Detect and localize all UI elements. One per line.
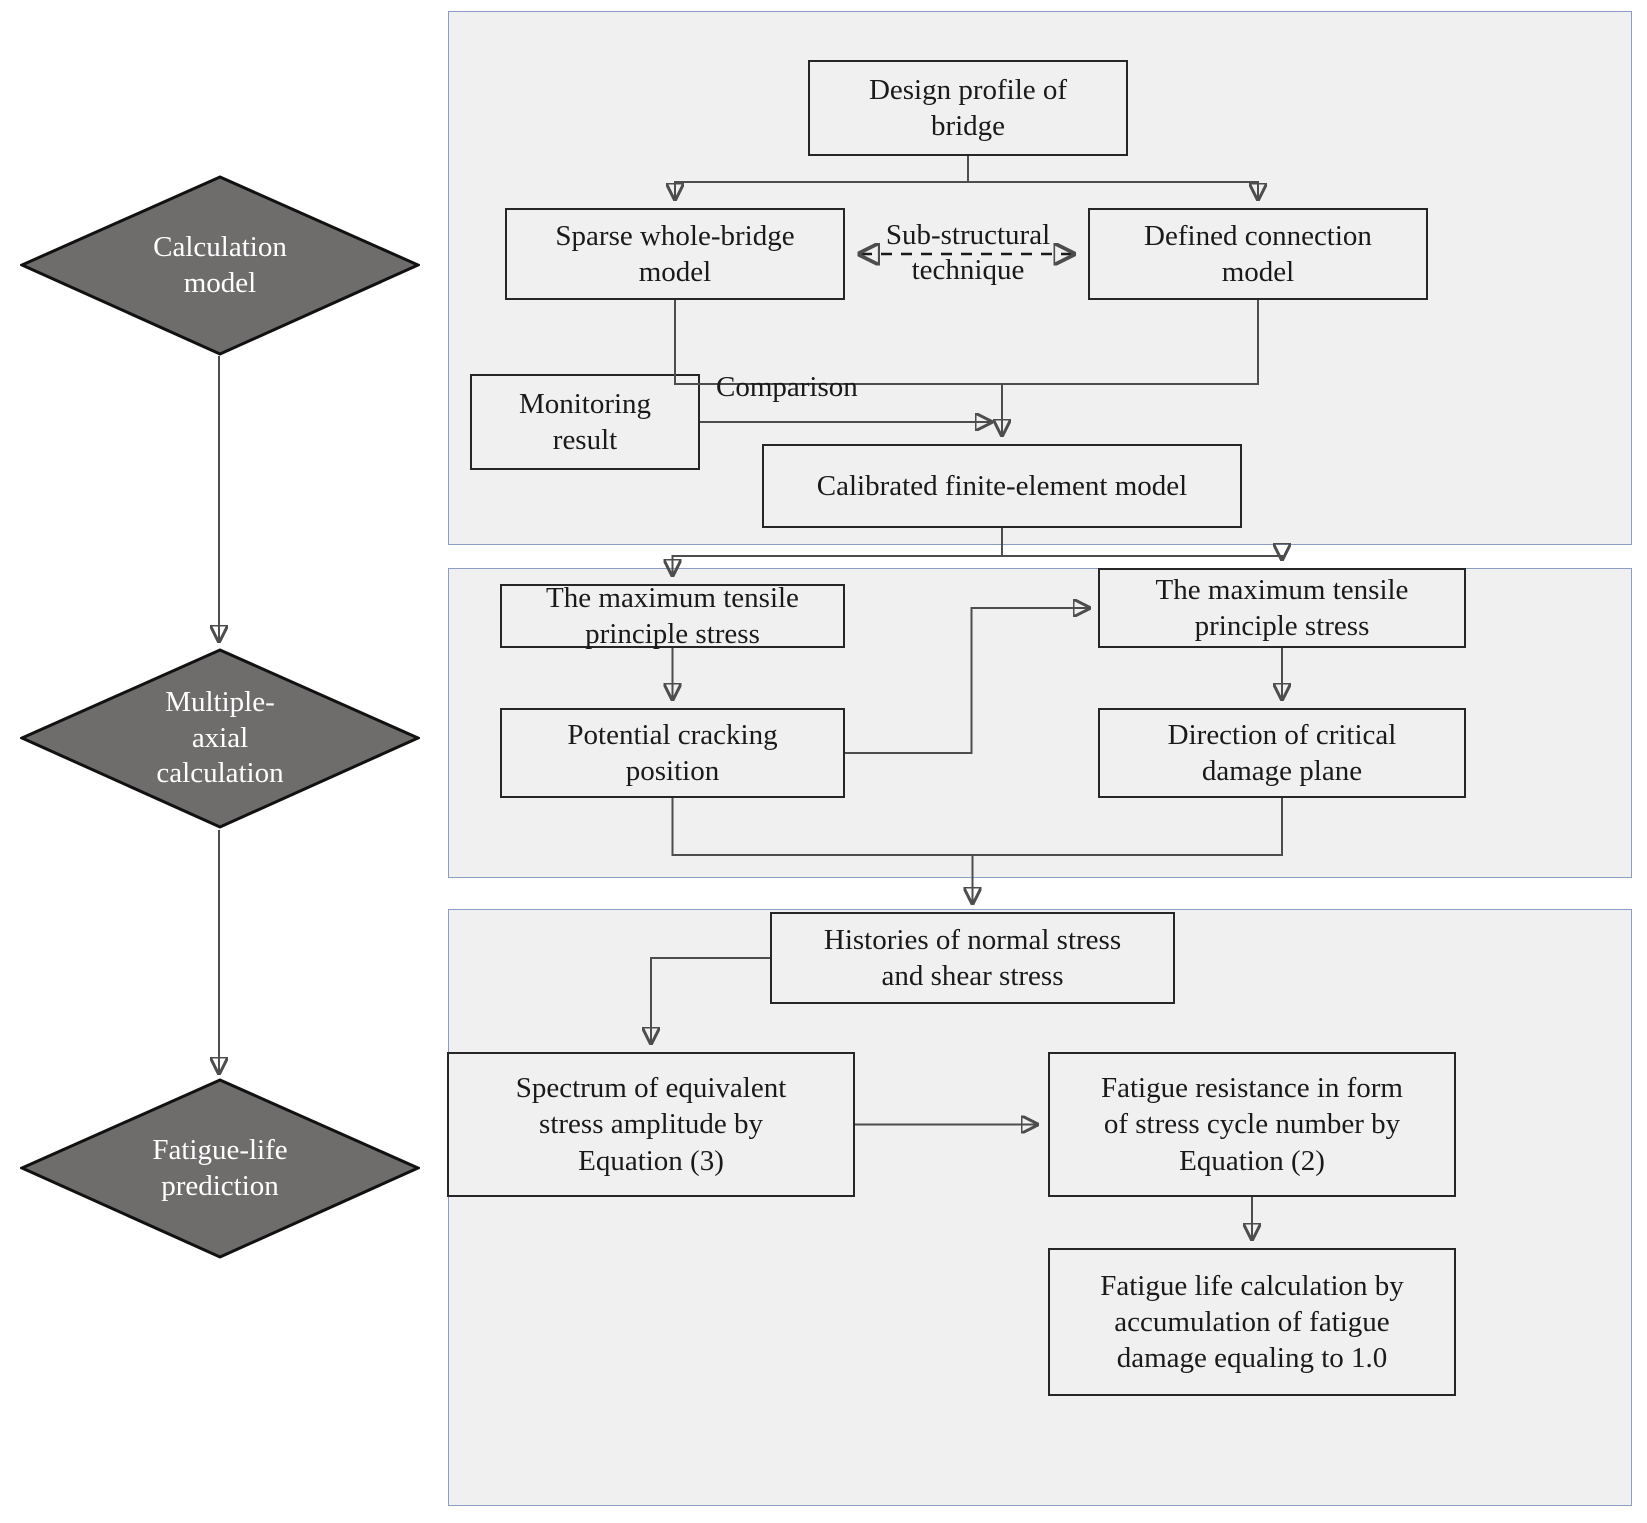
node-max-tensile-principle-stress-right[interactable]: The maximum tensile principle stress: [1098, 568, 1466, 648]
node-spectrum-equivalent-stress-amplitude[interactable]: Spectrum of equivalent stress amplitude …: [447, 1052, 855, 1197]
node-fatigue-life-calculation[interactable]: Fatigue life calculation by accumulation…: [1048, 1248, 1456, 1396]
diamond-shape: [20, 1078, 420, 1259]
node-stress-histories[interactable]: Histories of normal stress and shear str…: [770, 912, 1175, 1004]
stage-diamond-fatigue-life[interactable]: Fatigue-life prediction: [20, 1078, 420, 1259]
node-potential-cracking-position[interactable]: Potential cracking position: [500, 708, 845, 798]
node-fatigue-resistance-stress-cycle-number[interactable]: Fatigue resistance in form of stress cyc…: [1048, 1052, 1456, 1197]
node-calibrated-fe-model[interactable]: Calibrated finite-element model: [762, 444, 1242, 528]
node-direction-critical-damage-plane[interactable]: Direction of critical damage plane: [1098, 708, 1466, 798]
panel-fatigue-life: [448, 909, 1632, 1506]
diamond-shape: [20, 648, 420, 829]
node-sparse-whole-bridge-model[interactable]: Sparse whole-bridge model: [505, 208, 845, 300]
diamond-shape: [20, 175, 420, 356]
stage-label: Calculation model: [153, 231, 287, 299]
node-monitoring-result[interactable]: Monitoring result: [470, 374, 700, 470]
stage-diamond-multiple-axial[interactable]: Multiple- axial calculation: [20, 648, 420, 829]
stage-label: Multiple- axial calculation: [156, 686, 284, 790]
stage-label: Fatigue-life prediction: [152, 1134, 288, 1202]
node-defined-connection-model[interactable]: Defined connection model: [1088, 208, 1428, 300]
node-max-tensile-principle-stress-left[interactable]: The maximum tensile principle stress: [500, 582, 845, 650]
edge-label-comparison: Comparison: [716, 371, 858, 403]
edge-label-sub-structural-technique: Sub-structural technique: [885, 219, 1051, 286]
node-design-profile[interactable]: Design profile of bridge: [808, 60, 1128, 156]
stage-diamond-calculation-model[interactable]: Calculation model: [20, 175, 420, 356]
